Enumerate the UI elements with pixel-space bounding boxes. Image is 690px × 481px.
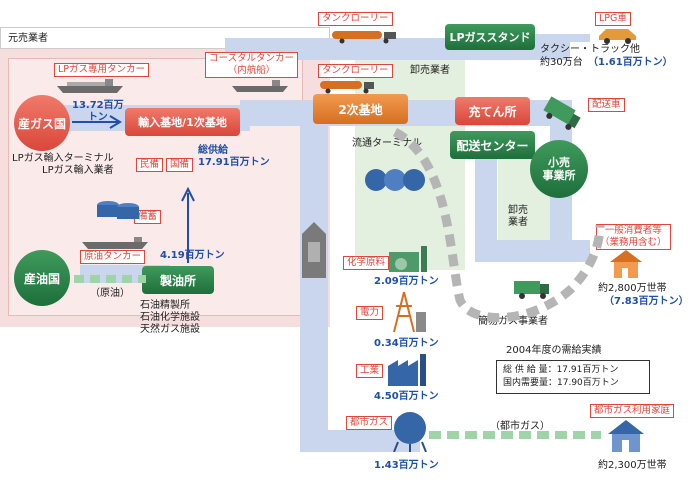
- summary-title: 2004年度の需給実績: [506, 345, 602, 356]
- lorry-icon: [320, 81, 374, 94]
- delivery-car-tag: 配送車: [588, 98, 625, 112]
- city-gas-tag: 都市ガス: [346, 416, 393, 430]
- flow-lower-loop: [475, 150, 497, 255]
- city-gas-homes-tag: 都市ガス利用家庭: [590, 404, 675, 418]
- crude-oil-label: （原油）: [90, 288, 130, 299]
- import-terminal-label: LPガス輸入ターミナル LPガス輸入業者: [12, 153, 114, 176]
- filling-station-node: 充てん所: [455, 97, 530, 125]
- total-supply-label: 総供給 17.91百万トン: [198, 145, 270, 168]
- delivery-center-node: 配送センター: [450, 131, 535, 159]
- city-gas-pipe-label: （都市ガス）: [490, 421, 550, 432]
- lpg-stand-node: LPガススタンド: [445, 24, 535, 50]
- flow-bottom: [300, 430, 420, 452]
- import-base-node: 輸入基地/1次基地: [125, 108, 240, 136]
- import-arrow-icon: [72, 115, 122, 129]
- simple-gas-label: 簡易ガス事業者: [478, 316, 548, 327]
- taxi-truck-amount: 約30万台: [540, 57, 583, 68]
- import-flow-amount: 13.72百万 トン: [72, 100, 124, 123]
- city-households-label: 約2,300万世帯: [598, 460, 667, 471]
- summary-total-supply: 総 供 給 量：17.91百万トン: [503, 365, 619, 375]
- taxi-truck-label: タクシー・トラック他: [540, 44, 640, 55]
- summary-domestic-demand: 国内需要量：17.90百万トン: [503, 378, 619, 388]
- chemical-tag: 化学原料: [343, 256, 390, 270]
- wholesale-top-label: 元売業者: [8, 33, 48, 44]
- secondary-base-node: 2次基地: [313, 94, 408, 124]
- delivery-truck-icon: [543, 96, 581, 130]
- taxi-truck-tons: （1.61百万トン）: [588, 57, 673, 68]
- lorry-icon: [332, 31, 396, 44]
- industry-tag: 工業: [356, 364, 384, 378]
- lpg-tanker-tag: LPガス専用タンカー: [54, 63, 150, 77]
- tanker-ship-icon: [302, 222, 326, 278]
- gas-holder-icon: [393, 412, 427, 452]
- coastal-tanker-icon: [232, 80, 288, 92]
- house-icon: [608, 420, 644, 452]
- wholesale-mid-label: 卸売業者: [410, 65, 450, 76]
- refinery-facilities-label: 石油精製所 石油化学施設 天然ガス施設: [140, 300, 200, 335]
- refinery-up-arrow-icon: [181, 186, 195, 263]
- power-tower-icon: [393, 291, 426, 333]
- civil-reserve-tag: 民備: [136, 158, 164, 172]
- tank-lorry-top-tag: タンクローリー: [318, 12, 393, 26]
- general-consumers-tag: 一般消費者等 （業務用含む）: [596, 224, 671, 250]
- households-tons: （7.83百万トン）: [604, 296, 689, 307]
- chemical-amount: 2.09百万トン: [374, 276, 439, 287]
- crude-tanker-tag: 原油タンカー: [80, 250, 146, 264]
- stockpile-tag: 備蓄: [134, 210, 162, 224]
- crude-tanker-icon: [82, 237, 148, 249]
- industry-amount: 4.50百万トン: [374, 391, 439, 402]
- wholesale-lower-label: 卸売 業者: [508, 205, 528, 228]
- gas-country-node: 産ガス国: [14, 95, 70, 151]
- lpg-tanker-icon: [57, 79, 123, 93]
- factory-icon: [388, 354, 426, 386]
- refinery-flow-amount: 4.19百万トン: [160, 250, 225, 261]
- refinery-node: 製油所: [142, 266, 214, 294]
- tank-lorry-mid-tag: タンクローリー: [318, 64, 393, 78]
- city-gas-amount: 1.43百万トン: [374, 460, 439, 471]
- house-icon: [610, 250, 642, 278]
- flow-right-to-consumer: [475, 240, 590, 262]
- simple-gas-dashed-path: [392, 127, 605, 323]
- spherical-tank-icon: [365, 169, 425, 191]
- factory-icon: [389, 246, 427, 272]
- oil-dashed-path: [74, 275, 146, 283]
- retailer-node: 小売 事業所: [530, 140, 588, 198]
- lpg-car-tag: LPG車: [595, 12, 631, 26]
- summary-box: 総 供 給 量：17.91百万トン 国内需要量：17.90百万トン: [496, 360, 650, 394]
- delivery-truck-icon: [514, 281, 549, 299]
- lpg-car-icon: [599, 29, 636, 44]
- oil-country-node: 産油国: [14, 250, 70, 306]
- households-amount: 約2,800万世帯: [598, 283, 667, 294]
- national-reserve-tag: 国備: [166, 158, 194, 172]
- power-tag: 電力: [356, 306, 384, 320]
- flow-top-right: [530, 34, 590, 42]
- storage-tank-icon: [97, 201, 139, 219]
- wholesale-mid-zone: [355, 55, 465, 270]
- distribution-terminal-label: 流通ターミナル: [352, 138, 422, 149]
- power-amount: 0.34百万トン: [374, 338, 439, 349]
- city-gas-dashed-path: [429, 431, 601, 439]
- coastal-tanker-tag: コースタルタンカー （内航船）: [205, 52, 299, 78]
